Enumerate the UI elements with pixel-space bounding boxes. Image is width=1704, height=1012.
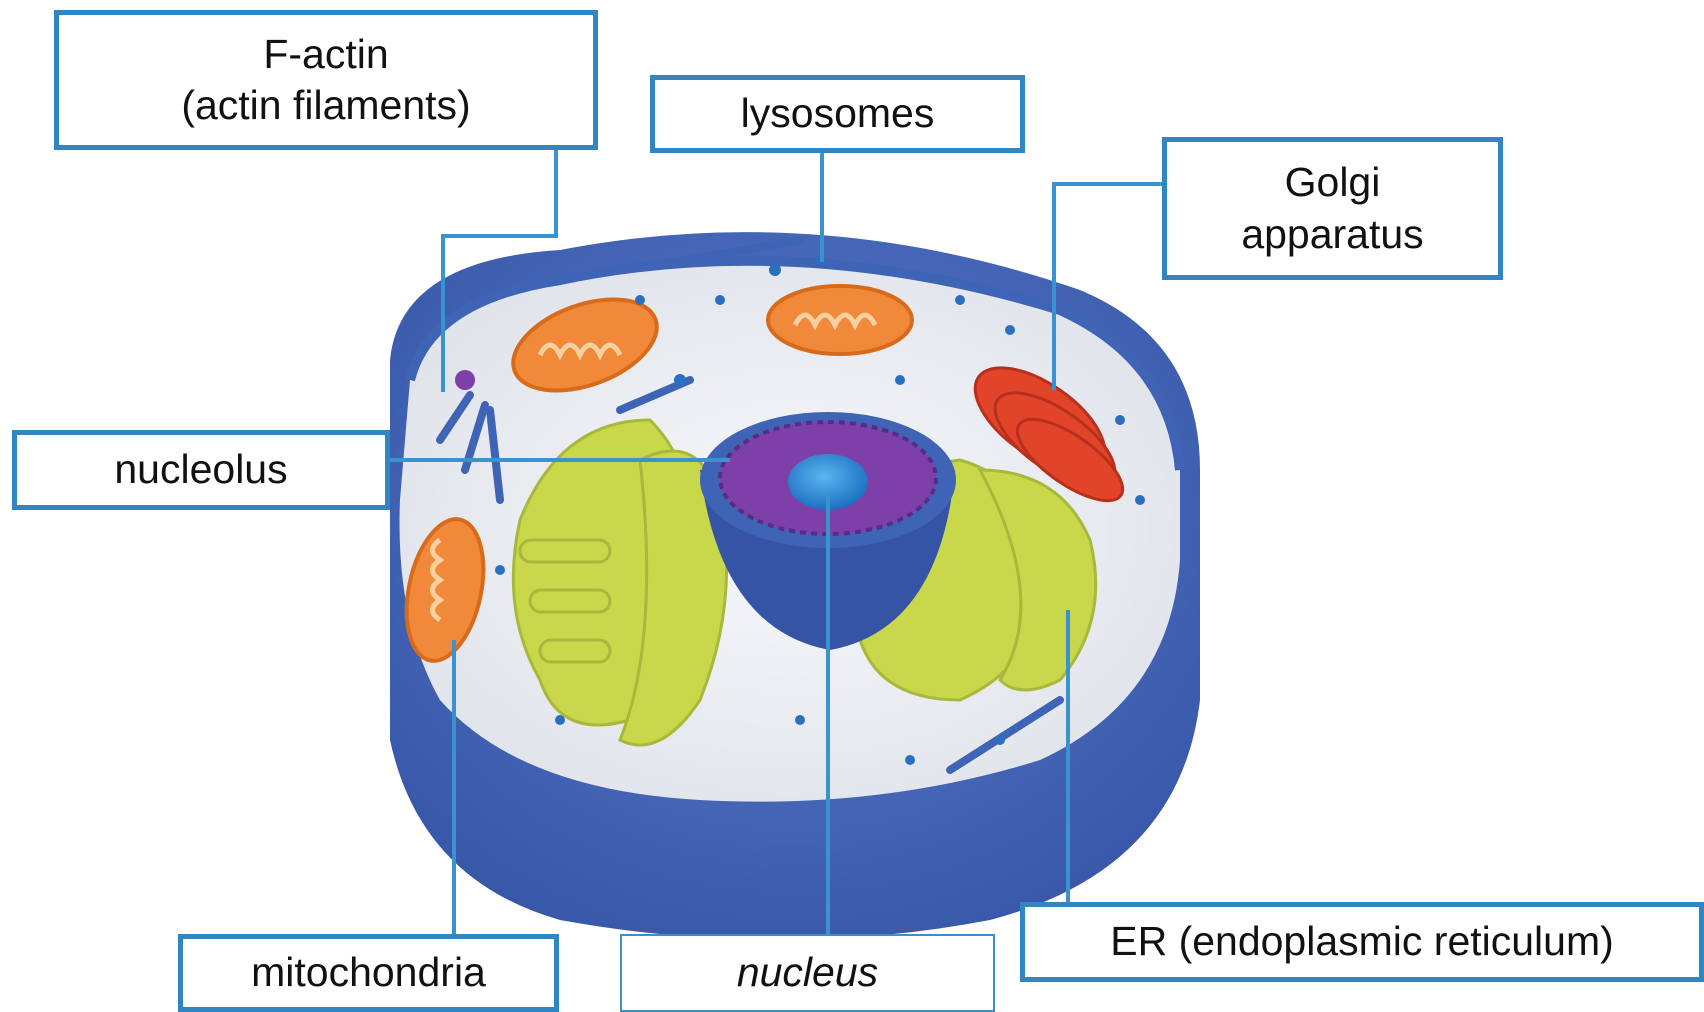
label-f-actin: F-actin (actin filaments): [54, 10, 598, 150]
label-golgi-apparatus: Golgi apparatus: [1162, 137, 1503, 280]
label-er: ER (endoplasmic reticulum): [1020, 902, 1704, 982]
label-lysosomes: lysosomes: [650, 75, 1025, 153]
label-nucleus: nucleus: [620, 934, 995, 1012]
label-nucleolus: nucleolus: [12, 430, 390, 510]
label-mitochondria: mitochondria: [178, 934, 559, 1012]
